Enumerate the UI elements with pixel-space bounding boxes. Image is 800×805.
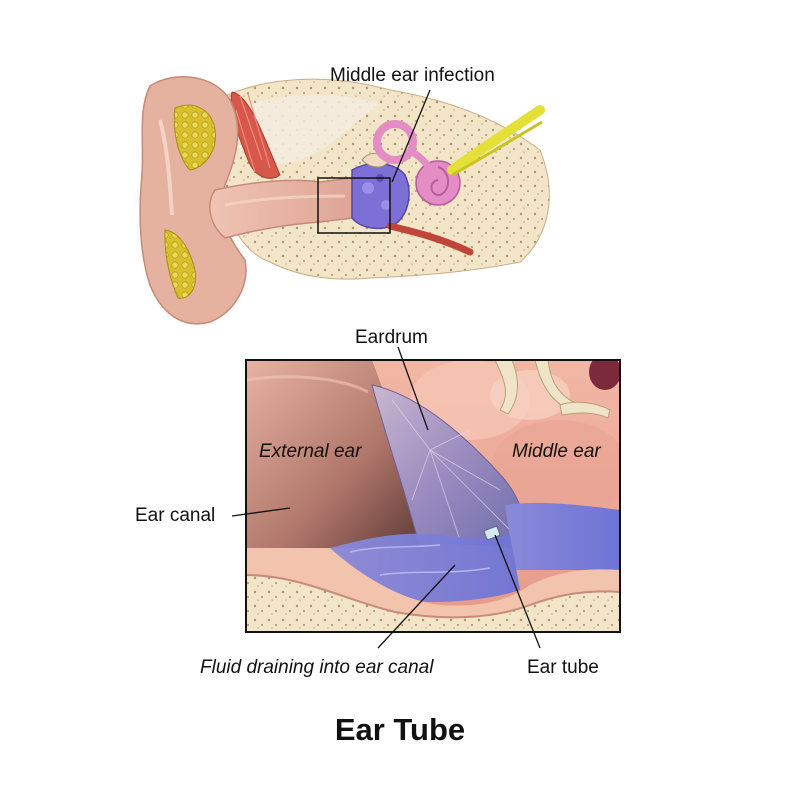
ear-anatomy [139,76,550,325]
label-middle-ear-infection: Middle ear infection [330,65,495,86]
leader-fluid [377,564,456,649]
leader-ear-canal [231,507,291,517]
label-ear-canal: Ear canal [135,505,216,526]
zoom-box [317,177,391,234]
detail-panel [245,359,621,633]
leader-ear-tube [494,534,541,649]
leader-middle-ear-infection [391,89,431,183]
leader-lines [231,89,541,649]
label-external-ear: External ear [259,441,362,462]
label-eardrum: Eardrum [355,327,428,348]
detail-frame [245,359,621,633]
leader-eardrum [397,346,429,431]
label-ear-tube: Ear tube [527,657,599,678]
label-fluid-draining: Fluid draining into ear canal [200,657,434,678]
label-middle-ear: Middle ear [512,441,601,462]
diagram-title: Ear Tube [334,712,466,747]
